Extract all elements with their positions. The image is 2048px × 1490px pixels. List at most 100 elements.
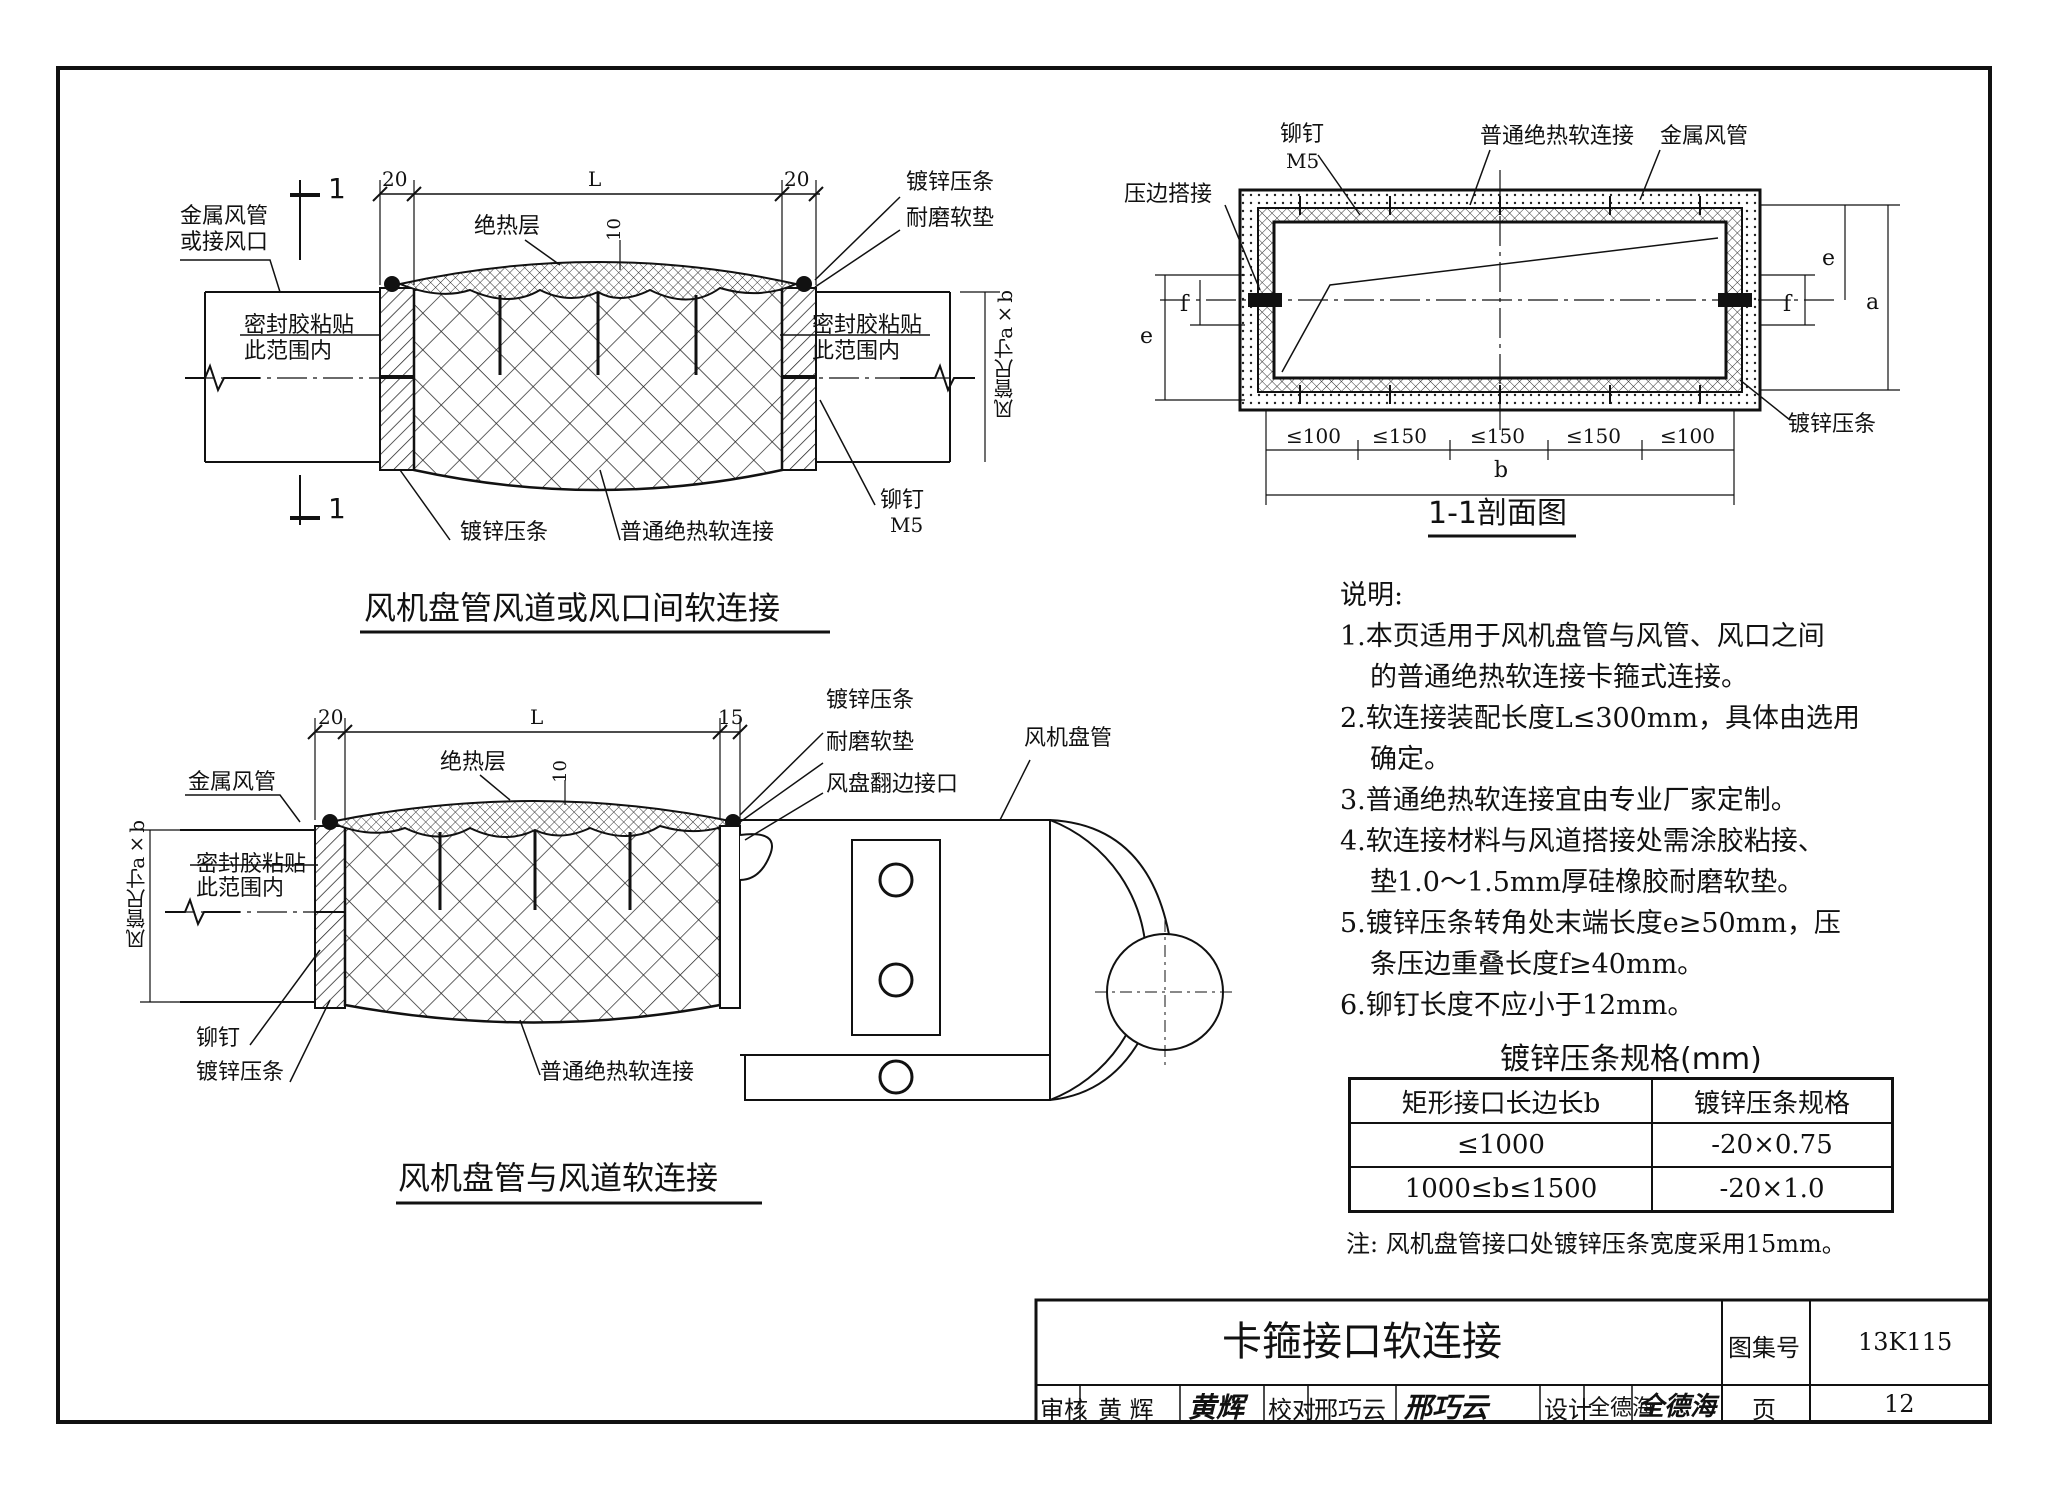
note-line-5: 3.普通绝热软连接宜由专业厂家定制。 [1340, 785, 1798, 816]
page-number: 12 [1884, 1390, 1915, 1418]
reviewer-name: 黄 辉 [1098, 1396, 1154, 1424]
note-line-7: 垫1.0～1.5mm厚硅橡胶耐磨软垫。 [1370, 867, 1805, 898]
design-label: 设计 [1544, 1396, 1592, 1424]
label-seal-left: 密封胶粘贴 [244, 313, 355, 338]
note-line-6: 4.软连接材料与风道搭接处需涂胶粘接、 [1340, 826, 1825, 857]
section-dim-f-left: f [1180, 292, 1189, 317]
section-label-strip: 镀锌压条 [1788, 412, 1877, 437]
atlas-label: 图集号 [1728, 1334, 1800, 1362]
notes-heading: 说明: [1340, 580, 1404, 611]
spec-header-b: 矩形接口长边长b [1348, 1077, 1653, 1124]
label-rivet: 铆钉 [880, 488, 925, 513]
label-rivet-size: M5 [890, 513, 924, 537]
label-wear-pad: 耐磨软垫 [906, 206, 995, 231]
spec-header-row: 矩形接口长边长b 镀锌压条规格 [1348, 1077, 1894, 1124]
label-or-outlet: 或接风口 [180, 230, 269, 255]
section-mark-bottom: 1 [328, 492, 346, 525]
section-dim-b: b [1494, 458, 1509, 483]
spec-table-title: 镀锌压条规格(mm) [1500, 1042, 1762, 1077]
spec-cell: ≤1000 [1348, 1122, 1653, 1168]
bottom-label-soft-connection: 普通绝热软连接 [540, 1060, 695, 1085]
bottom-label-strip-bottom: 镀锌压条 [196, 1060, 285, 1085]
note-line-3: 2.软连接装配长度L≤300mm，具体由选用 [1340, 703, 1861, 734]
spec-table: 矩形接口长边长b 镀锌压条规格 ≤1000 -20×0.75 1000≤b≤15… [1348, 1077, 1894, 1213]
spec-cell: -20×1.0 [1651, 1166, 1894, 1213]
dim-bulge: 10 [604, 218, 625, 241]
section-spacing-1: ≤100 [1286, 424, 1341, 448]
bottom-dim-right: 15 [718, 705, 744, 729]
label-seal-right-2: 此范围内 [812, 339, 901, 364]
bottom-dim-length: L [530, 705, 544, 729]
note-line-4: 确定。 [1370, 744, 1451, 775]
bottom-dim-bulge: 10 [550, 760, 571, 783]
bottom-connection-drawing [140, 718, 1235, 1205]
notes-block: 说明: 1.本页适用于风机盘管与风管、风口之间 的普通绝热软连接卡箍式连接。 2… [1340, 575, 1900, 1026]
bottom-label-seal: 密封胶粘贴 [196, 852, 307, 877]
section-spacing-5: ≤100 [1660, 424, 1715, 448]
checker-name: 邢巧云 [1314, 1396, 1386, 1424]
label-duct-size: 风管尺寸a×b [993, 290, 1017, 419]
top-connection-drawing [180, 180, 1000, 634]
designer-signature: 全德海 [1638, 1392, 1717, 1422]
bottom-label-flange: 风盘翻边接口 [826, 772, 959, 797]
title-top-drawing: 风机盘管风道或风口间软连接 [364, 589, 781, 627]
section-dim-e-left: e [1140, 324, 1154, 349]
designer-name: 全德海 [1588, 1396, 1655, 1421]
spec-cell: 1000≤b≤1500 [1348, 1166, 1653, 1213]
bottom-dim-left: 20 [318, 705, 344, 729]
section-label-duct: 金属风管 [1660, 124, 1749, 149]
note-line-9: 条压边重叠长度f≥40mm。 [1370, 949, 1705, 980]
bottom-label-wear-pad: 耐磨软垫 [826, 730, 915, 755]
title-section-drawing: 1-1剖面图 [1428, 496, 1567, 531]
check-label: 校对 [1268, 1396, 1316, 1424]
spec-header-strip: 镀锌压条规格 [1651, 1077, 1894, 1124]
section-dim-e-right: e [1822, 246, 1836, 271]
label-strip-top: 镀锌压条 [906, 170, 995, 195]
label-seal-left-2: 此范围内 [244, 339, 333, 364]
section-label-rivet: 铆钉 [1280, 122, 1325, 147]
section-dim-f-right: f [1783, 292, 1792, 317]
note-line-2: 的普通绝热软连接卡箍式连接。 [1370, 662, 1748, 693]
page-label: 页 [1752, 1396, 1776, 1424]
spec-row: 1000≤b≤1500 -20×1.0 [1348, 1166, 1894, 1213]
label-insulation: 绝热层 [474, 214, 541, 239]
bottom-label-duct-size: 风管尺寸a×b [125, 820, 149, 949]
dim-left: 20 [382, 167, 408, 191]
bottom-label-fan-coil: 风机盘管 [1024, 726, 1113, 751]
section-spacing-4: ≤150 [1566, 424, 1621, 448]
section-label-lap: 压边搭接 [1124, 182, 1213, 207]
section-dim-a: a [1866, 290, 1880, 315]
spec-footnote: 注: 风机盘管接口处镀锌压条宽度采用15mm。 [1346, 1230, 1846, 1258]
spec-row: ≤1000 -20×0.75 [1348, 1122, 1894, 1168]
section-1-1-drawing [1155, 149, 1900, 538]
drawing-title: 卡箍接口软连接 [1222, 1319, 1502, 1365]
section-label-rivet-size: M5 [1286, 149, 1320, 173]
note-line-8: 5.镀锌压条转角处末端长度e≥50mm，压 [1340, 908, 1841, 939]
label-seal-right: 密封胶粘贴 [812, 313, 923, 338]
label-soft-connection: 普通绝热软连接 [620, 520, 775, 545]
dim-length: L [588, 167, 602, 191]
section-label-soft: 普通绝热软连接 [1480, 124, 1635, 149]
section-mark-top: 1 [328, 172, 346, 205]
bottom-label-duct: 金属风管 [188, 770, 277, 795]
bottom-label-insulation: 绝热层 [440, 750, 507, 775]
reviewer-signature: 黄辉 [1188, 1391, 1245, 1424]
atlas-number: 13K115 [1858, 1328, 1953, 1356]
bottom-label-strip-top: 镀锌压条 [826, 688, 915, 713]
spec-cell: -20×0.75 [1651, 1122, 1894, 1168]
sheet-border [56, 66, 1992, 1424]
note-line-1: 1.本页适用于风机盘管与风管、风口之间 [1340, 621, 1825, 652]
title-bottom-drawing: 风机盘管与风道软连接 [398, 1159, 719, 1197]
section-spacing-2: ≤150 [1372, 424, 1427, 448]
review-label: 审核 [1040, 1396, 1088, 1424]
bottom-label-seal-2: 此范围内 [196, 876, 285, 901]
label-metal-duct: 金属风管 [180, 204, 269, 229]
section-spacing-3: ≤150 [1470, 424, 1525, 448]
bottom-label-rivet: 铆钉 [196, 1026, 241, 1051]
note-line-10: 6.铆钉长度不应小于12mm。 [1340, 990, 1695, 1021]
dim-right: 20 [784, 167, 810, 191]
title-block-frame [1034, 1298, 1992, 1424]
checker-signature: 邢巧云 [1404, 1391, 1489, 1424]
